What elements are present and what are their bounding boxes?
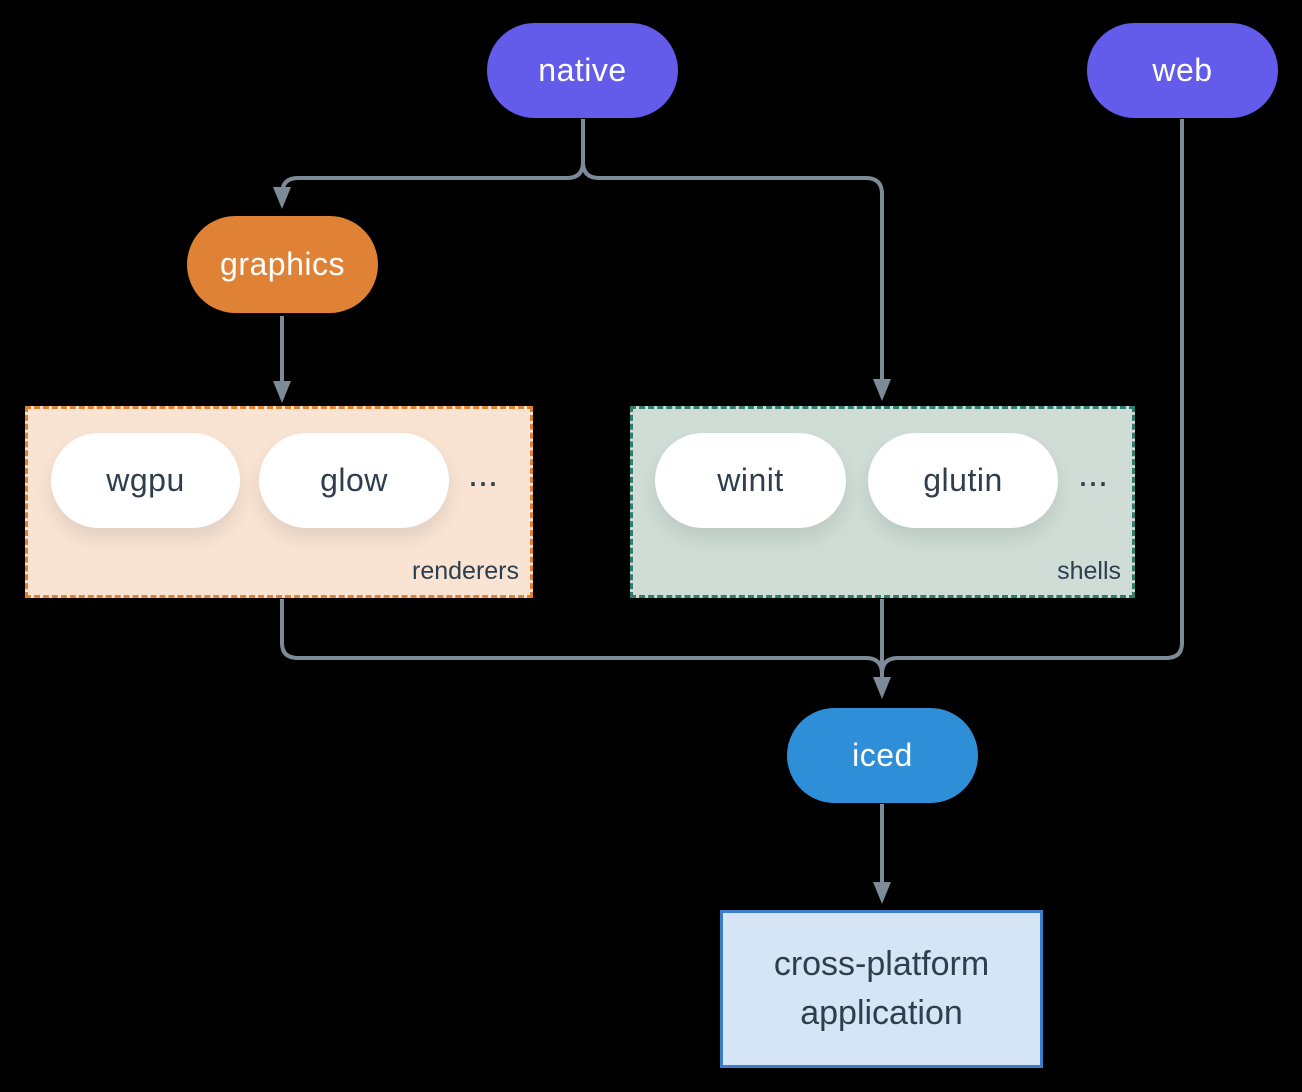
node-iced-label: iced bbox=[852, 737, 913, 773]
app-label-line1: cross-platform bbox=[773, 944, 990, 983]
edge-renderers-iced bbox=[280, 599, 884, 675]
renderers-ellipsis: ... bbox=[467, 453, 498, 494]
renderers-caption: renderers bbox=[412, 557, 519, 585]
app-label-line2: application bbox=[800, 994, 963, 1032]
shells-caption: shells bbox=[1057, 557, 1121, 585]
node-glow-label: glow bbox=[320, 462, 388, 498]
node-graphics: graphics bbox=[187, 216, 378, 313]
node-wgpu: wgpu bbox=[51, 433, 240, 528]
node-native-label: native bbox=[538, 52, 627, 88]
group-renderers: wgpu glow ... renderers bbox=[25, 406, 533, 598]
edge-native-graphics bbox=[273, 119, 585, 209]
edge-native-shells bbox=[581, 119, 891, 401]
group-shells: winit glutin ... shells bbox=[630, 406, 1135, 598]
node-wgpu-label: wgpu bbox=[106, 462, 185, 498]
node-native: native bbox=[487, 23, 678, 118]
node-web-label: web bbox=[1152, 52, 1213, 88]
node-winit: winit bbox=[655, 433, 846, 528]
node-cross-platform-application: cross-platform application bbox=[720, 910, 1043, 1068]
node-graphics-label: graphics bbox=[220, 246, 345, 282]
node-glutin-label: glutin bbox=[923, 462, 1003, 498]
node-iced: iced bbox=[787, 708, 978, 803]
shells-ellipsis: ... bbox=[1077, 453, 1108, 494]
node-web: web bbox=[1087, 23, 1278, 118]
node-winit-label: winit bbox=[717, 462, 784, 498]
node-glutin: glutin bbox=[868, 433, 1058, 528]
node-glow: glow bbox=[259, 433, 449, 528]
